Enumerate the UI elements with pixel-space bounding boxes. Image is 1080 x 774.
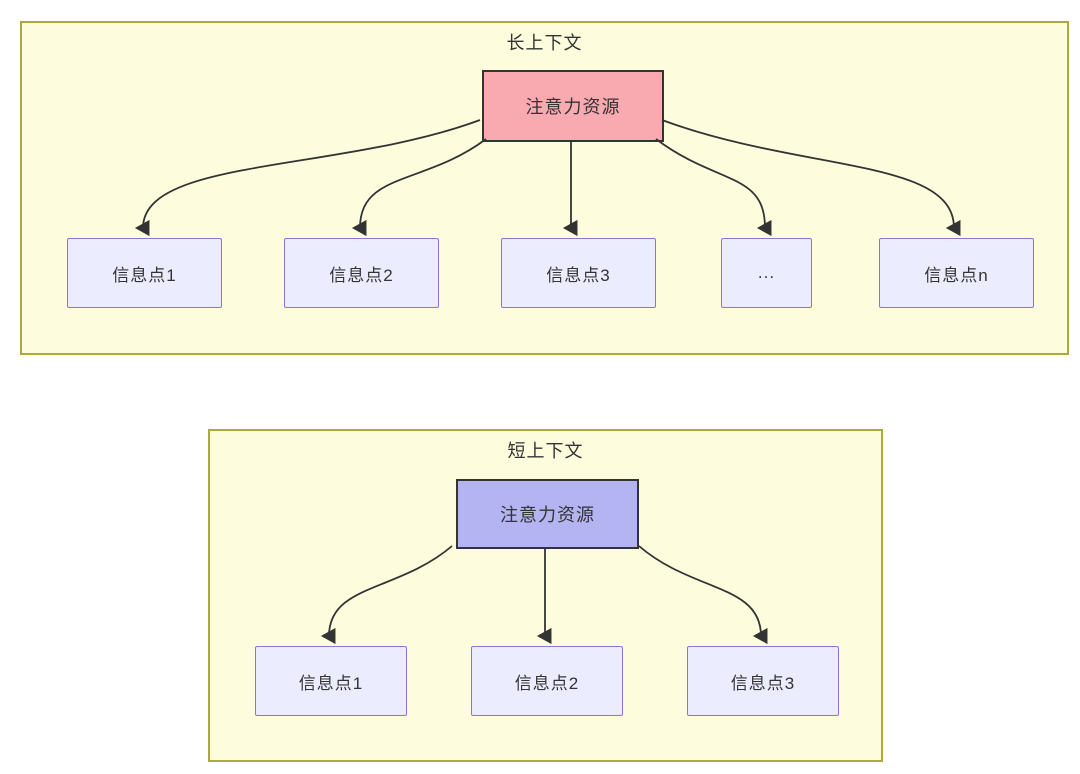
info-node: 信息点1 [255,646,407,716]
info-node-label: 信息点2 [514,673,580,693]
info-node-label: 信息点n [924,265,989,285]
attention-box-short-label: 注意力资源 [500,505,595,525]
info-node-label: 信息点3 [730,673,796,693]
info-node: 信息点3 [501,238,656,308]
info-node: 信息点1 [67,238,222,308]
info-node-label: ... [757,263,776,282]
attention-box-short: 注意力资源 [456,479,639,549]
panel-long-context-title: 长上下文 [506,33,583,53]
info-node-ellipsis: ... [721,238,812,308]
info-node-label: 信息点2 [329,265,394,285]
info-node-label: 信息点1 [298,673,364,693]
panel-short-context: 短上下文 注意力资源 信息点1 信息点2 信息点3 [208,429,883,762]
attention-box-long: 注意力资源 [482,70,664,142]
info-node-label: 信息点1 [112,265,177,285]
attention-box-long-label: 注意力资源 [525,97,621,117]
info-node: 信息点2 [284,238,439,308]
info-node: 信息点n [879,238,1034,308]
info-node-label: 信息点3 [546,265,611,285]
panel-long-context: 长上下文 注意力资源 信息点1 信息点2 信息点3 ... 信息点n [20,21,1069,355]
panel-short-context-title: 短上下文 [507,441,584,461]
info-node: 信息点2 [471,646,623,716]
info-node: 信息点3 [687,646,839,716]
